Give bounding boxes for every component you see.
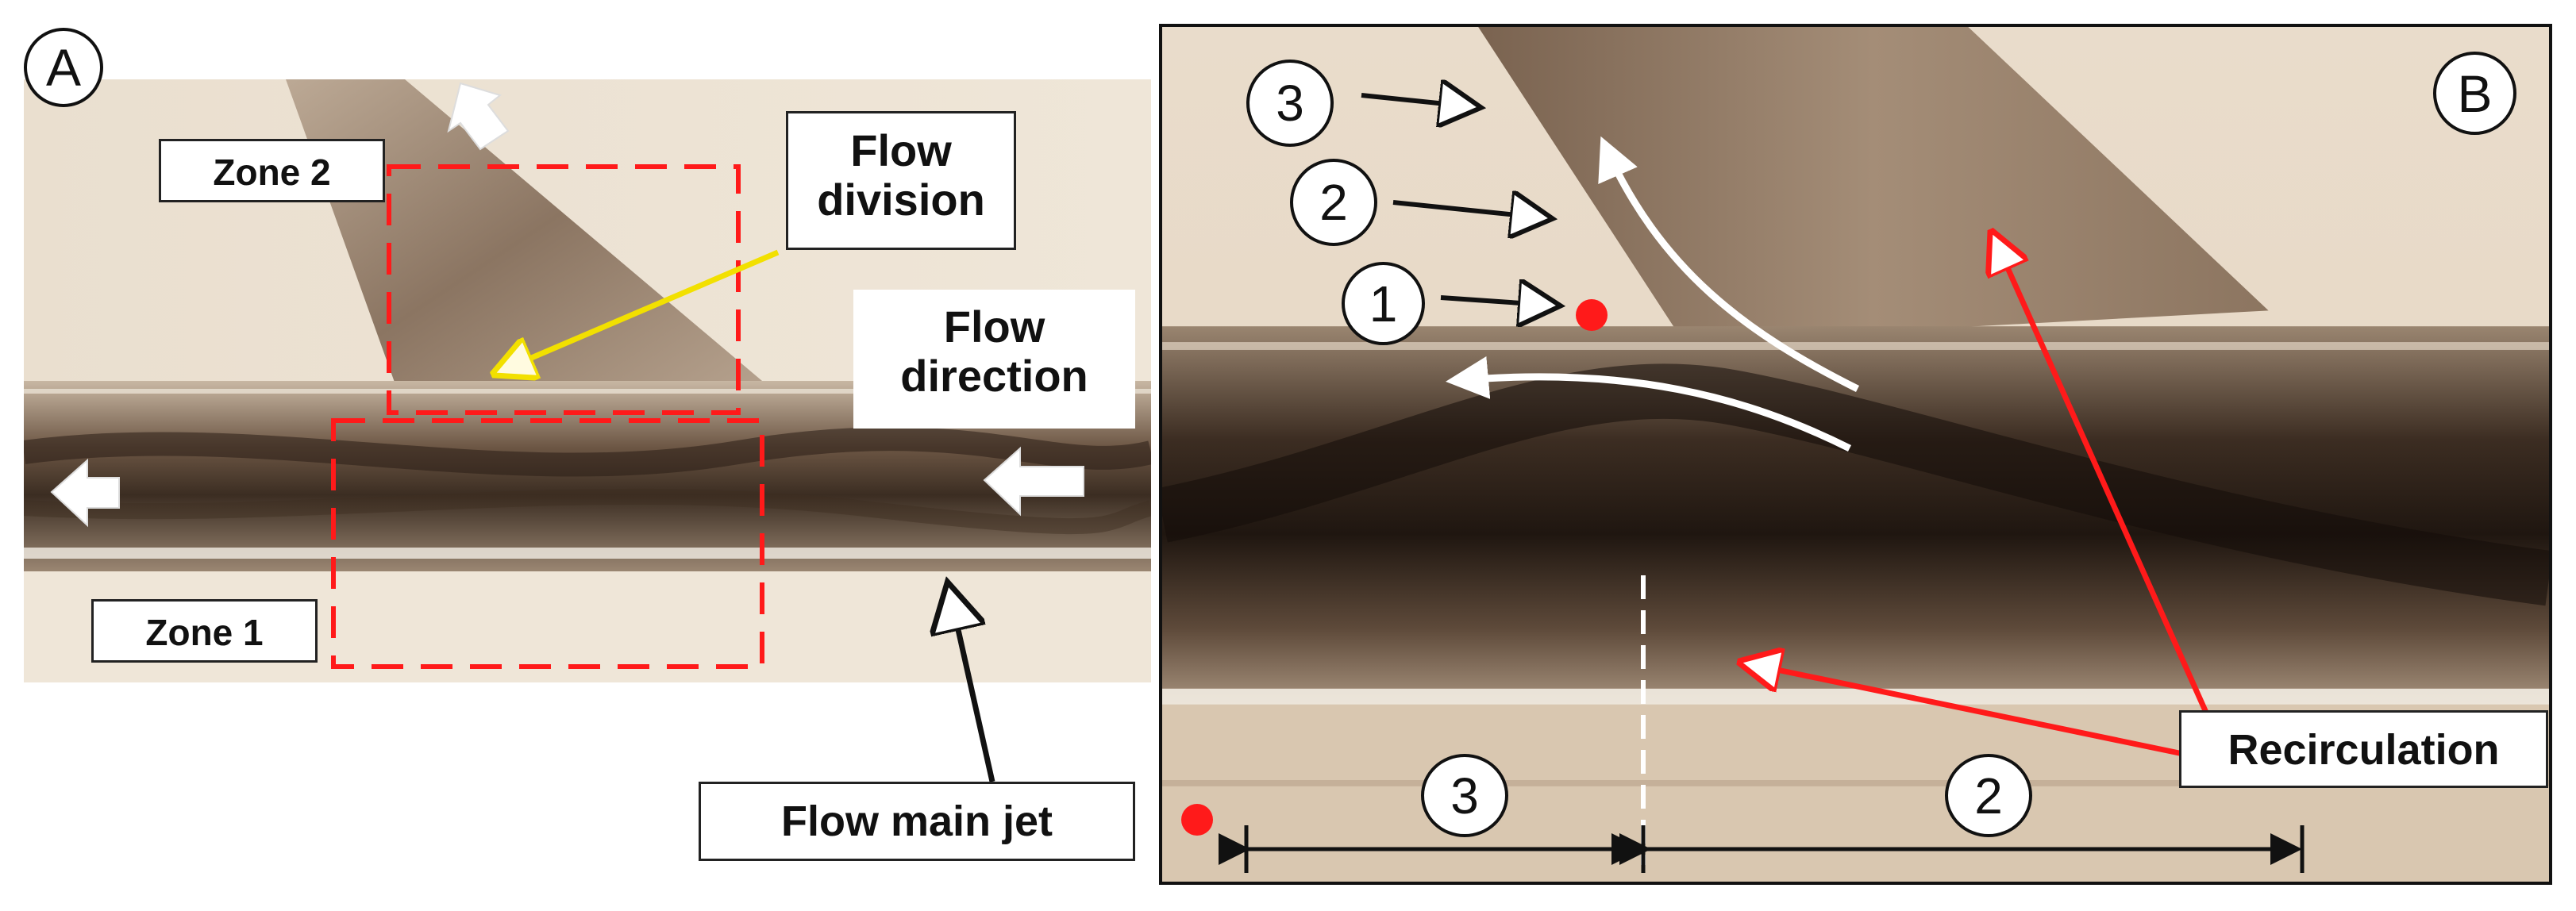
marker-3: 3 <box>1246 60 1334 147</box>
main-flow-streamline <box>1446 356 1852 452</box>
red-point-junction <box>1576 299 1608 331</box>
flow-in-right-arrow <box>983 446 1084 517</box>
marker-1: 1 <box>1342 262 1425 345</box>
flow-division-arrow <box>496 249 780 373</box>
panel-b-vessel-image <box>1162 27 2549 882</box>
marker-3-arrow <box>1361 95 1477 107</box>
flow-division-label: Flow division <box>786 111 1016 250</box>
marker-1-arrow <box>1440 298 1556 306</box>
panel-b-photo <box>1159 24 2552 885</box>
zone-2-box <box>387 164 741 415</box>
panel-b-letter: B <box>2433 52 2516 135</box>
recirculation-arrow-lower <box>1742 663 2184 757</box>
recirculation-arrow-upper <box>1993 234 2210 716</box>
zone-2-label: Zone 2 <box>159 139 385 202</box>
flow-direction-label: Flow direction <box>853 290 1135 429</box>
branch-flow-streamline <box>1598 136 1860 393</box>
zone-1-label: Zone 1 <box>91 599 318 663</box>
recirculation-label: Recirculation <box>2179 710 2548 788</box>
marker-2: 2 <box>1290 159 1377 246</box>
flow-out-left-arrow <box>50 458 120 528</box>
panel-a-letter: A <box>24 28 103 107</box>
flow-main-jet-arrow <box>949 587 995 782</box>
marker-2-arrow <box>1392 202 1548 218</box>
segment-3-label: 3 <box>1421 754 1508 837</box>
flow-main-jet-label: Flow main jet <box>699 782 1135 861</box>
red-point-bottom <box>1181 804 1213 836</box>
segment-2-label: 2 <box>1945 754 2032 837</box>
branch-out-arrow <box>447 82 510 151</box>
zone-1-box <box>331 418 764 669</box>
